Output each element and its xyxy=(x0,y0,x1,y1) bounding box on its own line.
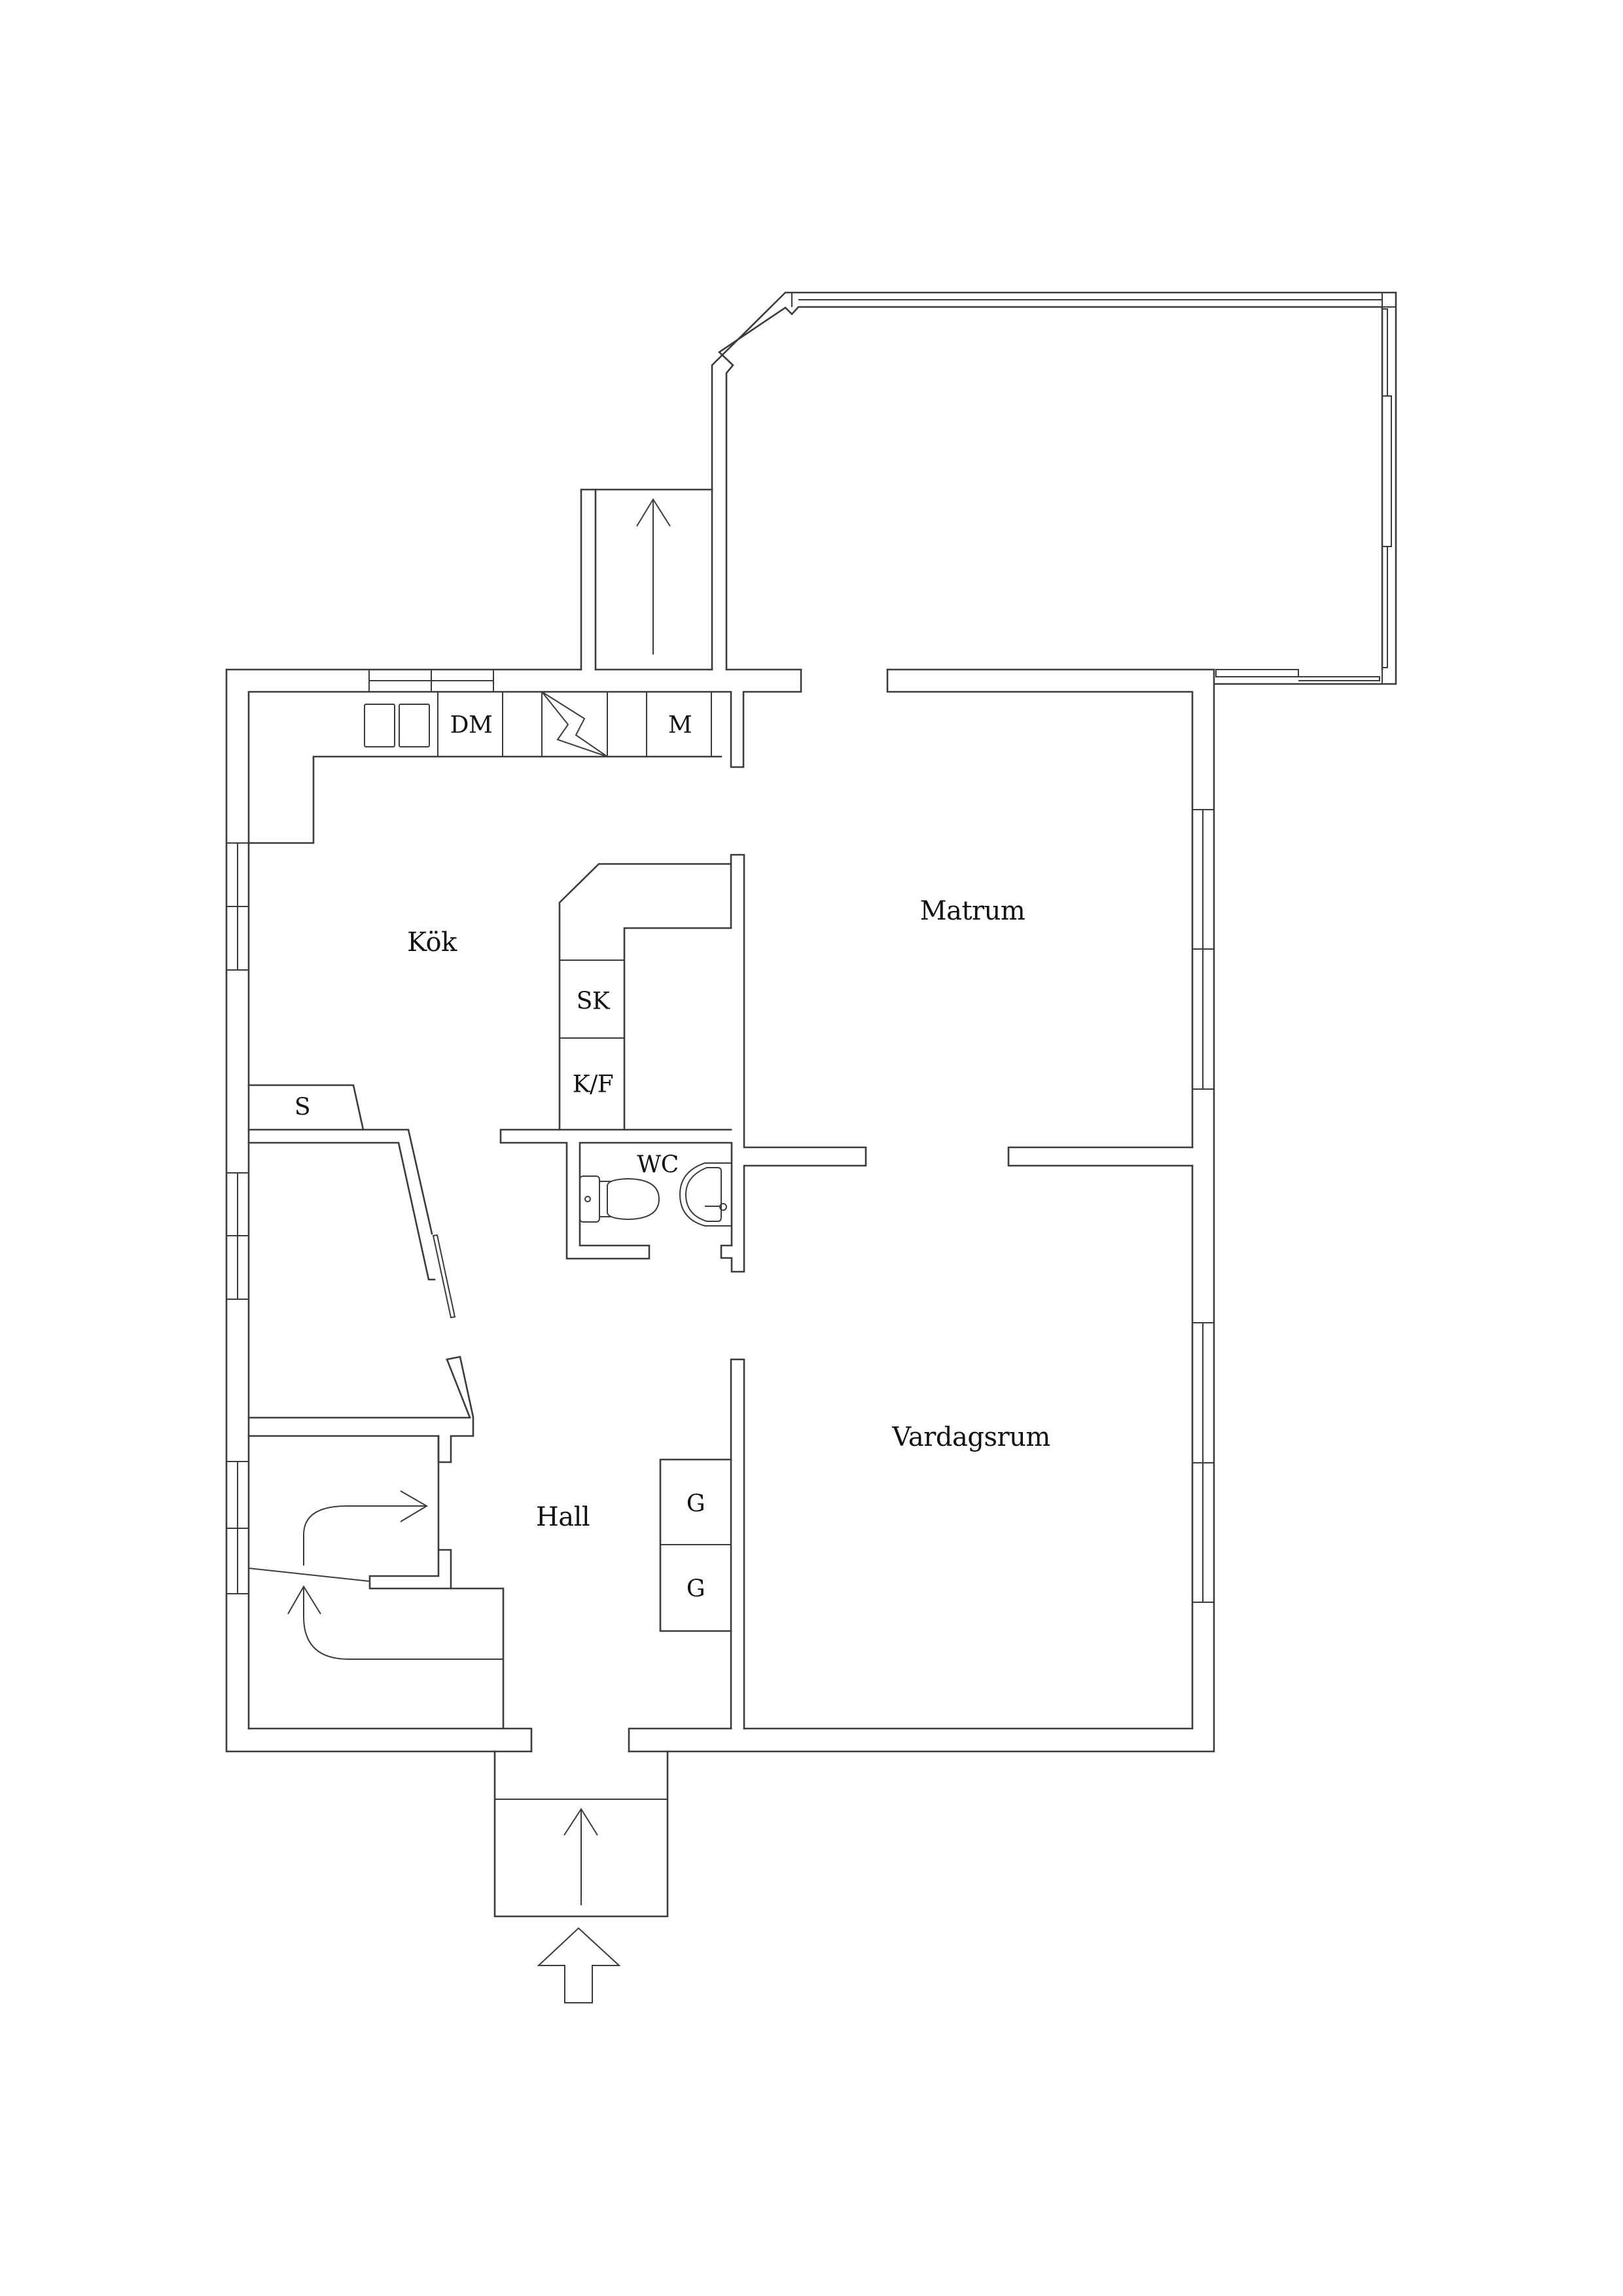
fixture-label-stove: SK xyxy=(576,988,610,1015)
room-label-living: Vardagsrum xyxy=(892,1422,1050,1452)
lightning-icon xyxy=(541,691,608,757)
fixture-label-wardrobe-1: G xyxy=(686,1490,705,1518)
room-label-dining: Matrum xyxy=(919,896,1026,926)
stairs xyxy=(248,1435,505,1730)
entrance-arrow-icon xyxy=(537,1927,621,2003)
room-label-wc: WC xyxy=(637,1151,679,1179)
fixture-label-storage: S xyxy=(294,1094,311,1121)
exterior-walls xyxy=(225,668,1215,1753)
stair-direction-icon xyxy=(636,498,671,655)
back-steps xyxy=(580,488,713,671)
sink-icon xyxy=(364,704,395,747)
fixture-label-dishwasher: DM xyxy=(450,711,493,739)
fixture-label-wardrobe-2: G xyxy=(686,1575,705,1603)
veranda xyxy=(711,291,1397,685)
interior-walls xyxy=(247,853,1194,1730)
fixture-label-microwave: M xyxy=(668,711,692,739)
entrance-steps xyxy=(493,1750,669,1918)
fixture-label-fridge-freezer: K/F xyxy=(572,1071,614,1098)
storage-cabinet xyxy=(247,1084,365,1131)
kitchen-counter xyxy=(247,691,722,844)
room-label-kitchen: Kök xyxy=(407,927,457,958)
stair-direction-icon xyxy=(287,1490,503,1660)
washbasin-icon xyxy=(679,1162,732,1227)
room-label-hall: Hall xyxy=(535,1502,590,1532)
toilet-icon xyxy=(579,1175,660,1223)
wardrobes xyxy=(659,1458,732,1632)
